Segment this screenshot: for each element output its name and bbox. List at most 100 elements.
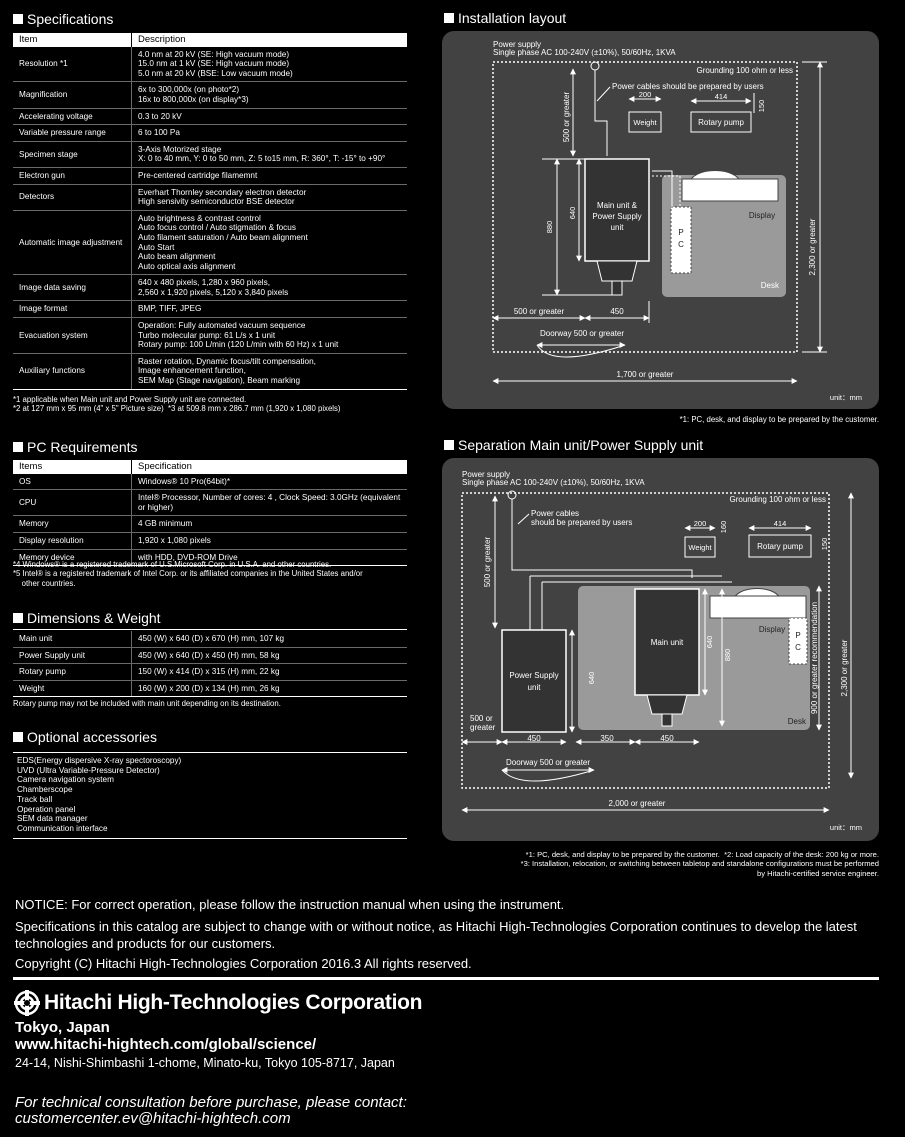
sep-rotary-box	[748, 534, 812, 558]
dimension-item: Main unit	[13, 631, 132, 648]
spec-item: Image format	[13, 300, 132, 319]
company-url[interactable]: www.hitachi-hightech.com/global/science/	[15, 1036, 317, 1053]
separation-panel: Power supply Single phase AC 100-240V (±…	[442, 458, 879, 841]
dimension-item: Weight	[13, 680, 132, 698]
spec-description-line: 16x to 800,000x (on display*3)	[138, 94, 249, 104]
sep-dim-500-left-2: greater	[470, 723, 496, 732]
spec-description-line: 6x to 300,000x (on photo*2)	[138, 85, 240, 95]
sep-dim-2300: 2,300 or greater	[840, 639, 849, 696]
optional-item: Camera navigation system	[17, 775, 114, 785]
dimensions-top-rule	[13, 629, 407, 630]
spec-item: Detectors	[13, 184, 132, 211]
spec-description: Operation: Fully automated vacuum sequen…	[131, 317, 407, 354]
notice-text: NOTICE: For correct operation, please fo…	[15, 897, 565, 912]
spec-item: Auxiliary functions	[13, 353, 132, 390]
sep-grounding-label: Grounding 100 ohm or less	[730, 495, 827, 504]
optional-item: UVD (Ultra Variable-Pressure Detector)	[17, 765, 160, 775]
install-unit-label: unit：mm	[830, 393, 862, 402]
dim-200: 200	[639, 90, 652, 99]
sep-doorway-label: Doorway 500 or greater	[506, 758, 590, 767]
optional-item: SEM data manager	[17, 814, 88, 824]
specifications-notes: *1 applicable when Main unit and Power S…	[13, 395, 341, 414]
copyright-text: Copyright (C) Hitachi High-Technologies …	[15, 956, 472, 971]
main-unit-box	[584, 158, 650, 262]
square-bullet-icon	[444, 440, 454, 450]
grounding-label: Grounding 100 ohm or less	[697, 66, 794, 75]
sep-dim-880: 880	[723, 649, 732, 662]
sep-dim-500-left-1: 500 or	[470, 714, 493, 723]
cables-label: Power cables should be prepared by users	[612, 82, 764, 91]
square-bullet-icon	[13, 442, 23, 452]
spec-description: BMP, TIFF, JPEG	[131, 300, 407, 319]
desk-label: Desk	[761, 281, 780, 290]
spec-item: Image data saving	[13, 274, 132, 302]
weight-label: Weight	[633, 118, 657, 127]
installation-title: Installation layout	[458, 10, 567, 26]
dim-500-bottom: 500 or greater	[514, 307, 565, 316]
doorway-label: Doorway 500 or greater	[540, 329, 624, 338]
sep-dim-2000: 2,000 or greater	[609, 799, 666, 808]
header-item: Item	[13, 33, 132, 47]
optional-item: Chamberscope	[17, 785, 73, 795]
pc-label-p: P	[678, 228, 683, 237]
spec-description-line: 0.3 to 20 kV	[138, 111, 182, 121]
rotary-pump-label: Rotary pump	[698, 118, 744, 127]
spec-description: 4.0 nm at 20 kV (SE: High vacuum mode)15…	[131, 46, 407, 83]
pc-item: Memory	[13, 515, 132, 533]
sep-rotary-label: Rotary pump	[757, 542, 803, 551]
spec-item: Automatic image adjustment	[13, 210, 132, 276]
spec-description-line: Auto Start	[138, 242, 175, 252]
footer-rule	[13, 977, 879, 980]
spec-description: Raster rotation, Dynamic focus/tilt comp…	[131, 353, 407, 390]
company-city: Tokyo, Japan	[15, 1019, 110, 1036]
desk-area	[662, 175, 786, 297]
sep-psu-label-2: unit	[528, 683, 542, 692]
contact-email[interactable]: customercenter.ev@hitachi-hightech.com	[15, 1110, 291, 1127]
spec-item: Electron gun	[13, 167, 132, 185]
spec-description: Pre-centered cartridge filamemnt	[131, 167, 407, 185]
spec-item: Evacuation system	[13, 317, 132, 354]
dim-414: 414	[715, 92, 728, 101]
optional-title: Optional accessories	[27, 729, 157, 745]
sep-desk-label: Desk	[788, 717, 807, 726]
optional-top-rule	[13, 752, 407, 753]
spec-row: Electron gun Pre-centered cartridge filam…	[13, 167, 407, 185]
pc-spec: Windows® 10 Pro(64bit)*	[131, 473, 407, 491]
spec-description-line: Rotary pump: 100 L/min (120 L/min with 6…	[138, 340, 339, 350]
optional-item: Communication interface	[17, 823, 108, 833]
pc-spec: 4 GB minimum	[131, 515, 407, 533]
spec-description-line: Pre-centered cartridge filamemnt	[138, 170, 258, 180]
spec-description-line: 4.0 nm at 20 kV (SE: High vacuum mode)	[138, 49, 290, 59]
header-specification: Specification	[131, 460, 407, 474]
spec-description: 0.3 to 20 kV	[131, 108, 407, 126]
sep-dim-900: 900 or greater recommendation	[810, 602, 819, 714]
sep-main-unit-label: Main unit	[651, 638, 684, 647]
sep-dim-450b: 450	[660, 734, 674, 743]
sep-power-spec-label: Single phase AC 100-240V (±10%), 50/60Hz…	[462, 478, 645, 487]
optional-item: Track ball	[17, 794, 53, 804]
rotary-pump-box	[690, 111, 752, 133]
company-address: 24-14, Nishi-Shimbashi 1-chome, Minato-k…	[15, 1056, 395, 1070]
pc-notes: *4 Windows® is a registered trademark of…	[13, 560, 363, 588]
sep-dim-160: 160	[719, 521, 728, 534]
main-unit-label-3: unit	[611, 223, 625, 232]
spec-description: 640 x 480 pixels, 1,280 x 960 pixels,2,5…	[131, 274, 407, 302]
company-name: Hitachi High-Technologies Corporation	[44, 991, 423, 1014]
optional-item: EDS(Energy dispersive X-ray spectoroscop…	[17, 756, 182, 765]
sep-psu-label-1: Power Supply	[509, 671, 558, 680]
pc-item: OS	[13, 473, 132, 491]
header-items: Items	[13, 460, 132, 474]
optional-heading: Optional accessories	[13, 729, 157, 745]
sep-dim-640a: 640	[587, 672, 596, 685]
spec-description-line: Raster rotation, Dynamic focus/tilt comp…	[138, 356, 316, 366]
dimensions-heading: Dimensions & Weight	[13, 610, 161, 626]
spec-description-line: SEM Map (Stage navigation), Beam marking	[138, 376, 301, 386]
spec-description: 6x to 300,000x (on photo*2)16x to 800,00…	[131, 81, 407, 109]
spec-description-line: Auto brightness & contrast control	[138, 213, 261, 223]
